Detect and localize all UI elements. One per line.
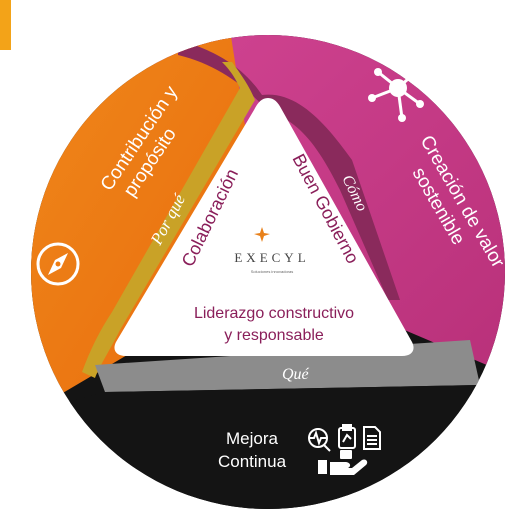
center-triangle — [114, 98, 414, 356]
black-segment-bottom — [31, 385, 505, 509]
black-title-line2: Continua — [218, 452, 287, 471]
hand-card-icon — [318, 450, 368, 475]
triangle-bottom-line1: Liderazgo constructivo — [194, 305, 354, 322]
logo-text: EXECYL — [234, 250, 309, 265]
document-icon — [363, 426, 381, 450]
como-band — [178, 40, 400, 300]
triangle-bottom-line2: y responsable — [224, 327, 324, 344]
black-title-line1: Mejora — [226, 429, 279, 448]
logo-tagline: Soluciones innovadoras — [251, 269, 293, 274]
corner-accent — [0, 0, 11, 50]
network-icon — [368, 66, 424, 122]
monitor-pulse-icon — [308, 428, 331, 452]
logo-star-icon — [254, 227, 270, 242]
clipboard-icon — [338, 424, 356, 449]
que-label: Qué — [282, 366, 310, 383]
execyl-logo: EXECYL Soluciones innovadoras — [234, 227, 309, 274]
compass-icon — [36, 242, 80, 286]
por-que-band — [82, 62, 255, 378]
